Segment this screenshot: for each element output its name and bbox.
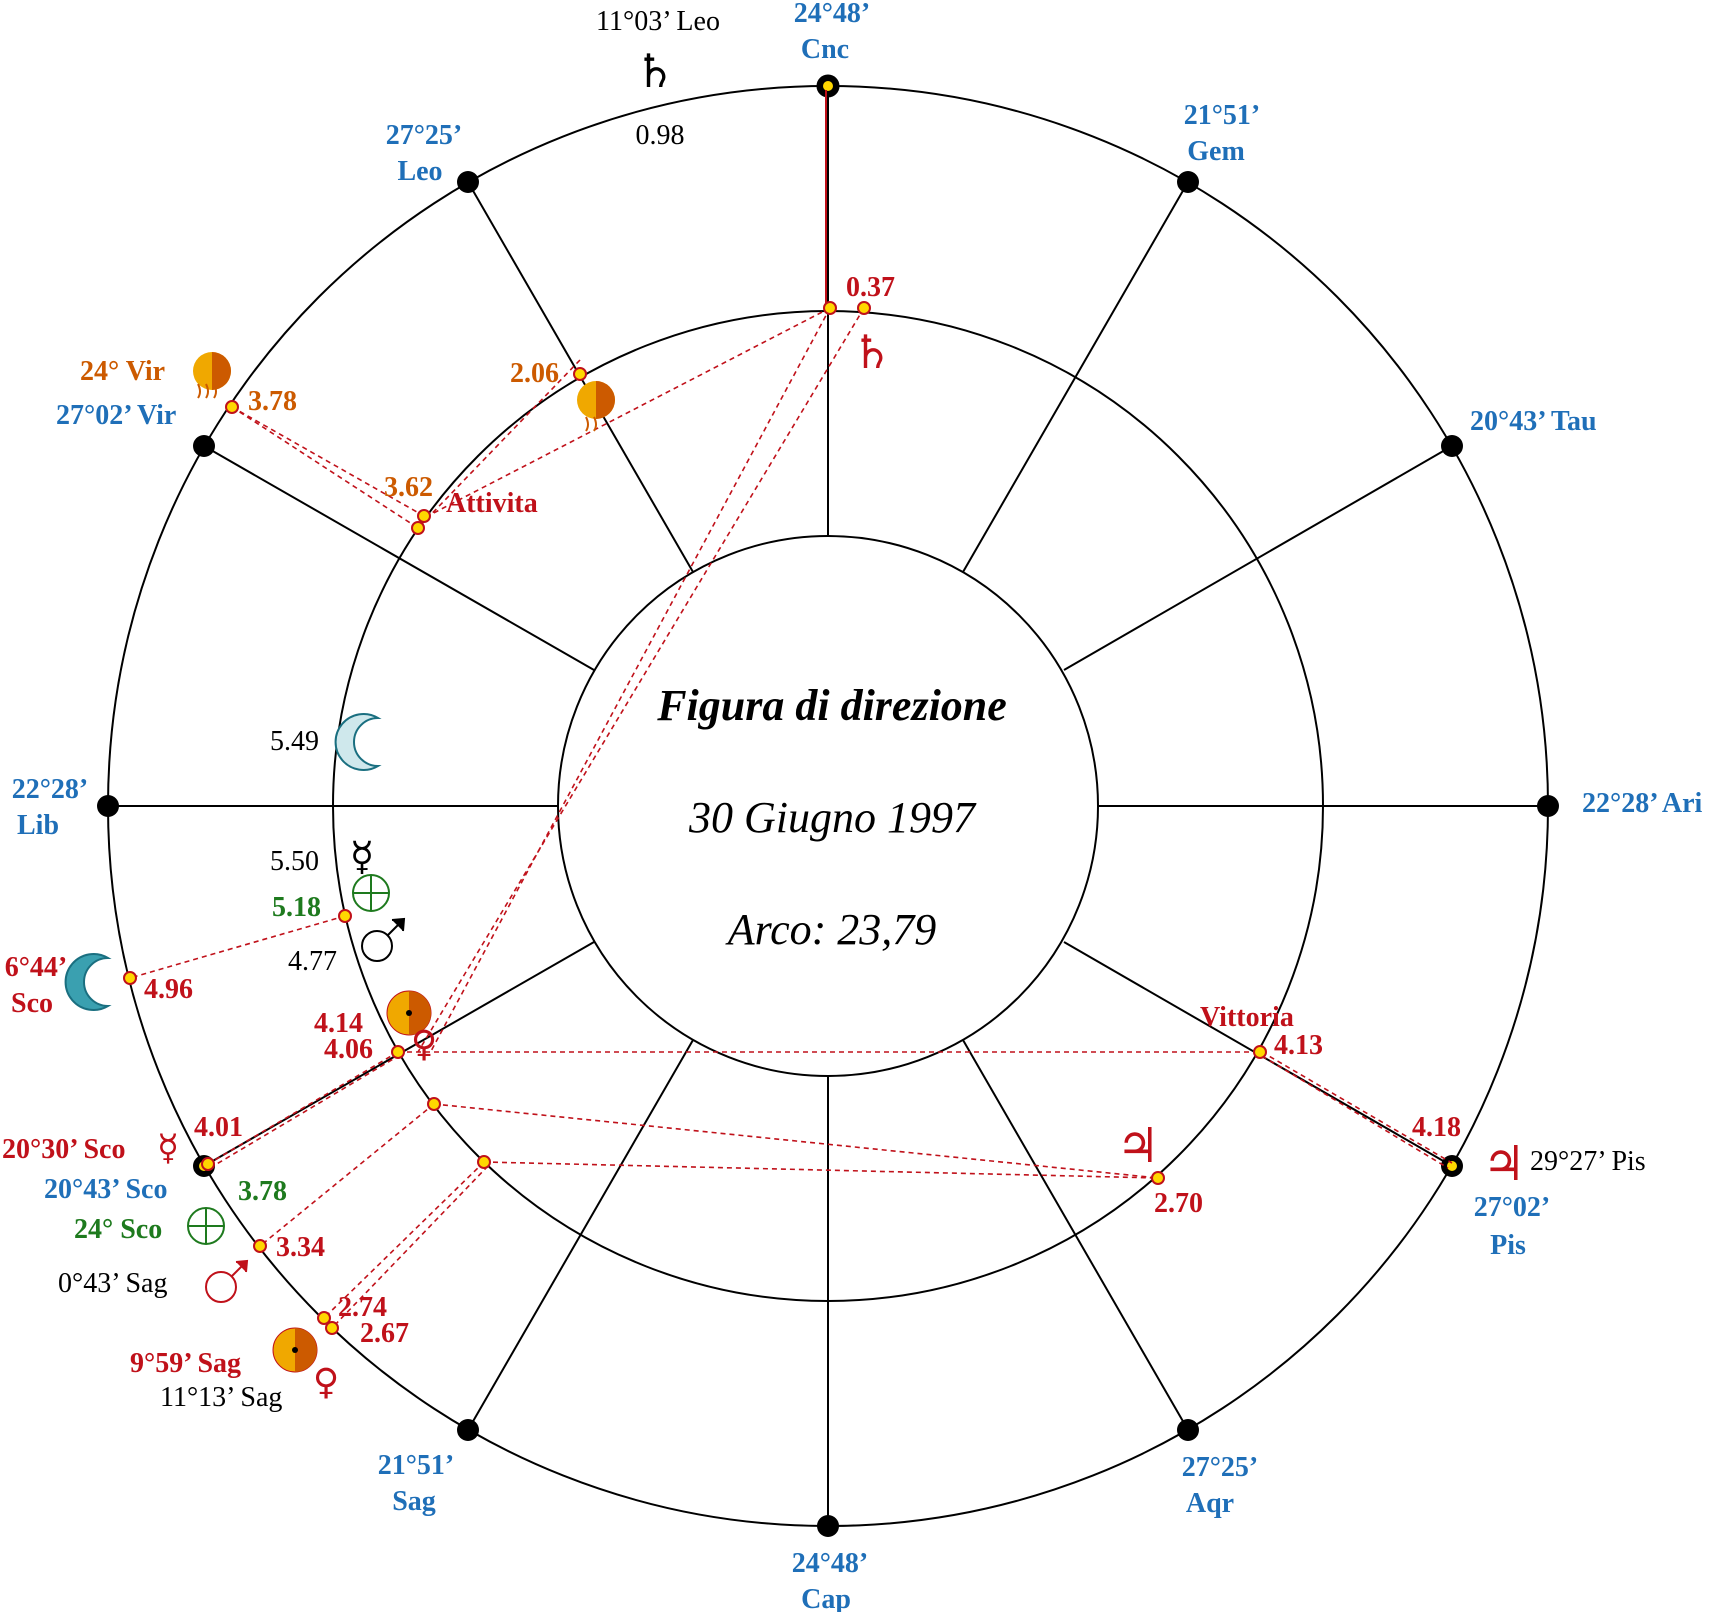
cusp-tau-label: 20°43’ Tau [1470,406,1597,437]
cusp-cap-sign: Cap [801,1584,851,1612]
value-401: 4.01 [194,1112,243,1143]
cusp-leo-degree: 27°25’ [386,120,463,151]
value-267: 2.67 [360,1318,409,1349]
value-334: 3.34 [276,1232,325,1263]
value-418: 4.18 [1412,1112,1461,1143]
sun-vir-position: 24° Vir [80,356,165,387]
venus-sag-position: 11°13’ Sag [160,1382,282,1413]
cusp-leo-sign: Leo [397,156,442,187]
mars-radix-icon [361,917,406,962]
saturn-outer-icon: ♄ [634,44,675,98]
pof-sco-position: 24° Sco [74,1214,162,1245]
cusp-cnc-sign: Cnc [801,34,849,65]
sun-sag-position: 9°59’ Sag [130,1348,241,1379]
pof-radix-icon [352,874,390,912]
value-037: 0.37 [846,272,895,303]
value-378b: 3.78 [238,1176,287,1207]
cusp-ari-label: 22°28’ Ari [1582,788,1703,819]
cusp-pis-sign: Pis [1490,1230,1526,1261]
cusp-aqr-degree: 27°25’ [1182,1452,1259,1483]
mercury-radix-icon: ☿ [350,834,375,880]
jupiter-pis-position: 29°27’ Pis [1530,1146,1646,1177]
moon-sco-degree: 6°44’ [5,952,68,983]
value-413: 4.13 [1274,1030,1323,1061]
cusp-cap-degree: 24°48’ [792,1548,869,1579]
value-477: 4.77 [288,946,337,977]
pof-sco-icon [187,1207,225,1245]
value-274: 2.74 [338,1292,387,1323]
direction-lines [129,307,1453,1329]
value-362: 3.62 [384,472,433,503]
moon-radix-icon [334,713,382,771]
cusp-sco-label: 20°43’ Sco [44,1174,167,1205]
mercury-sco-position: 20°30’ Sco [2,1134,125,1165]
center-arc: Arco: 23,79 [725,905,937,954]
mercury-sco-icon: ☿ [157,1128,179,1169]
attivita-label: Attivita [446,488,538,519]
cusp-vir-label: 27°02’ Vir [56,400,176,431]
sun-sag-icon [272,1327,318,1373]
cusp-gem-degree: 21°51’ [1184,100,1261,131]
mars-sag-position: 0°43’ Sag [58,1268,167,1299]
cusp-sag-degree: 21°51’ [378,1450,455,1481]
value-378a: 3.78 [248,386,297,417]
center-title: Figura di direzione [656,681,1007,730]
value-414: 4.14 [314,1008,363,1039]
moon-sco-sign: Sco [11,988,53,1019]
venus-sag-icon: ♀ [313,1362,339,1403]
sun-vir-icon [193,352,231,399]
jupiter-inner-icon: ♃ [1116,1118,1159,1174]
sun-middle-icon [577,381,615,432]
cusp-lib-sign: Lib [17,810,59,841]
cusp-gem-sign: Gem [1187,136,1245,167]
jupiter-pis-icon: ♃ [1482,1136,1525,1192]
cusp-dots [97,74,1559,1537]
direction-points [123,301,1267,1335]
value-406: 4.06 [324,1034,373,1065]
cusp-aqr-sign: Aqr [1186,1488,1234,1519]
moon-sco-icon [64,953,112,1011]
mars-sag-icon [205,1259,249,1303]
saturn-inner-icon: ♄ [851,325,892,379]
value-549: 5.49 [270,726,319,757]
value-496: 4.96 [144,974,193,1005]
cusp-pis-degree: 27°02’ [1474,1192,1551,1223]
cusp-cnc-degree: 24°48’ [794,0,871,29]
value-206: 2.06 [510,358,559,389]
value-270: 2.70 [1154,1188,1203,1219]
saturn-value: 0.98 [636,120,685,151]
cusp-sag-sign: Sag [392,1486,436,1517]
venus-radix-icon: ♀ [411,1024,437,1065]
cusp-lib-degree: 22°28’ [12,774,89,805]
sun-radix-icon [386,990,432,1036]
value-550: 5.50 [270,846,319,877]
vittoria-label: Vittoria [1200,1002,1294,1033]
value-518: 5.18 [272,892,321,923]
mc-inner-marker [823,81,833,91]
saturn-position: 11°03’ Leo [596,6,720,37]
desc-inner-marker [1447,1161,1457,1171]
center-date: 30 Giugno 1997 [688,793,977,842]
